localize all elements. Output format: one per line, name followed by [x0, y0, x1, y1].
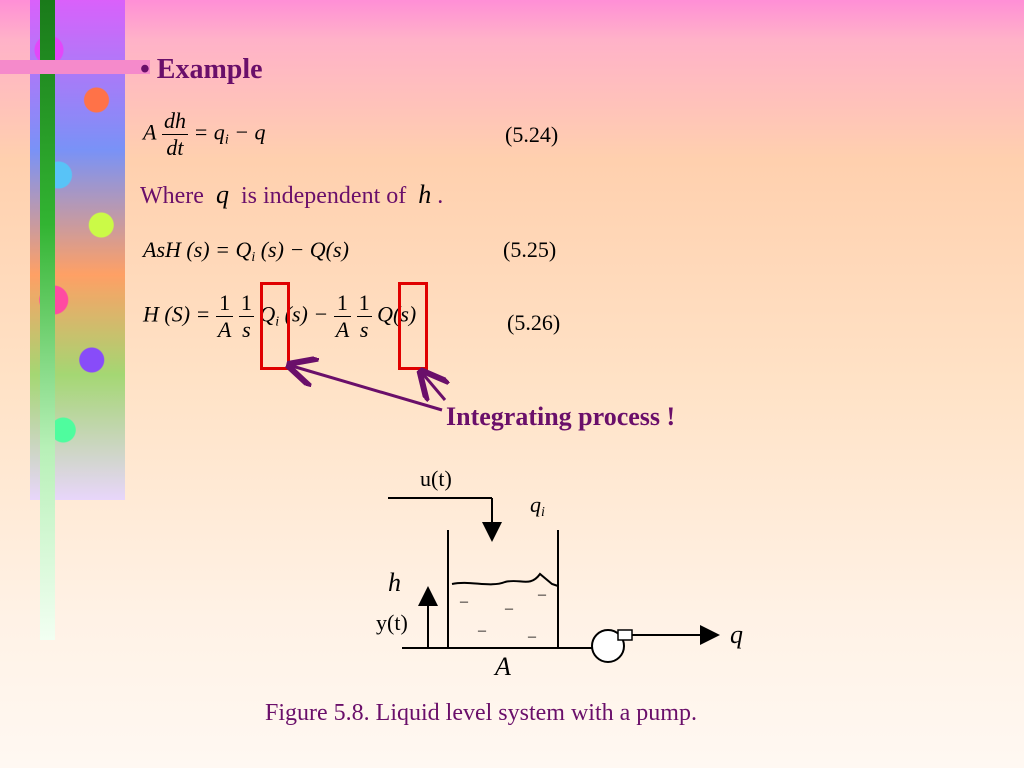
water-minus-3: –	[538, 586, 546, 603]
water-minus-1: –	[460, 593, 468, 610]
highlight-box-first	[260, 282, 290, 370]
pump-outlet	[617, 629, 633, 641]
equation-number-5-26: (5.26)	[507, 310, 561, 335]
water-minus-2: –	[505, 600, 513, 617]
equation-number-5-25: (5.25)	[503, 237, 557, 262]
slide-title: • Example	[140, 54, 263, 85]
output-label-yt: y(t)	[376, 610, 408, 635]
input-label-ut: u(t)	[420, 466, 452, 491]
annotation-arrow-right	[423, 374, 445, 400]
green-accent-bar	[40, 0, 55, 640]
inflow-label-qi: qi	[530, 492, 545, 520]
annotation-arrow-left	[292, 366, 443, 412]
where-statement: Where q is independent of h .	[140, 180, 444, 209]
water-surface	[451, 572, 559, 587]
equation-number-5-24: (5.24)	[505, 122, 559, 147]
level-label-h: h	[388, 568, 401, 597]
equation-5-25: AsH (s) = Qi (s) − Q(s)	[143, 237, 349, 265]
water-minus-5: –	[528, 628, 536, 645]
highlight-box-second	[398, 282, 428, 370]
outflow-label-q: q	[730, 620, 743, 649]
area-label-A: A	[495, 652, 511, 681]
figure-caption: Figure 5.8. Liquid level system with a p…	[265, 700, 697, 726]
pump-circle	[591, 629, 625, 663]
integrating-process-label: Integrating process !	[446, 402, 676, 431]
water-minus-4: –	[478, 622, 486, 639]
pink-accent-bar	[0, 60, 150, 74]
